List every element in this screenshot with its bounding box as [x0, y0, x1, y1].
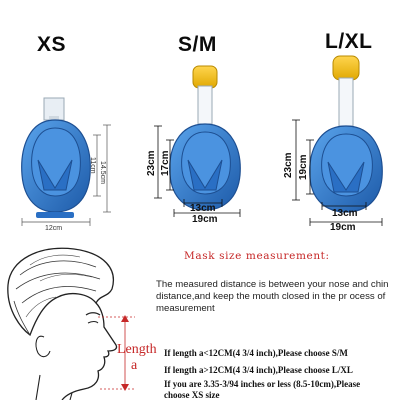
rule-lxl: If length a>12CM(4 3/4 inch),Please choo… [164, 365, 353, 375]
mask-diagrams [21, 55, 383, 226]
sm-height-label: 23cm [146, 150, 157, 176]
mask-sm-illustration [169, 65, 241, 211]
xs-dimension-lines [21, 124, 111, 226]
mask-xs-illustration [21, 97, 91, 218]
xs-height-label: 14.5cm [99, 161, 106, 184]
size-label-xs: XS [37, 33, 67, 56]
lxl-inner-width-label: 13cm [332, 208, 358, 219]
xs-inner-height-label: 11cm [89, 157, 96, 174]
length-label-letter: a [131, 358, 138, 373]
rule-xs-line2: choose XS size [164, 390, 220, 400]
head-profile-illustration [7, 247, 135, 400]
measurement-description: The measured distance is between your no… [156, 279, 389, 314]
mask-lxl-illustration [309, 55, 383, 213]
length-label-word: Length [117, 342, 157, 357]
sm-dimension-lines [154, 125, 241, 217]
size-label-sm: S/M [178, 33, 217, 56]
sm-inner-height-label: 17cm [160, 150, 171, 176]
lxl-dimension-lines [292, 119, 383, 226]
rule-sm: If length a<12CM(4 3/4 inch),Please choo… [164, 348, 348, 358]
lxl-height-label: 23cm [283, 152, 294, 178]
rule-xs-line1: If you are 3.35-3/94 inches or less (8.5… [164, 379, 361, 389]
sm-inner-width-label: 13cm [190, 203, 216, 214]
sm-width-label: 19cm [192, 214, 218, 225]
lxl-width-label: 19cm [330, 222, 356, 233]
measurement-heading: Mask size measurement: [184, 250, 330, 262]
xs-width-label: 12cm [45, 225, 63, 232]
lxl-inner-height-label: 19cm [298, 154, 309, 180]
size-label-lxl: L/XL [325, 30, 373, 53]
